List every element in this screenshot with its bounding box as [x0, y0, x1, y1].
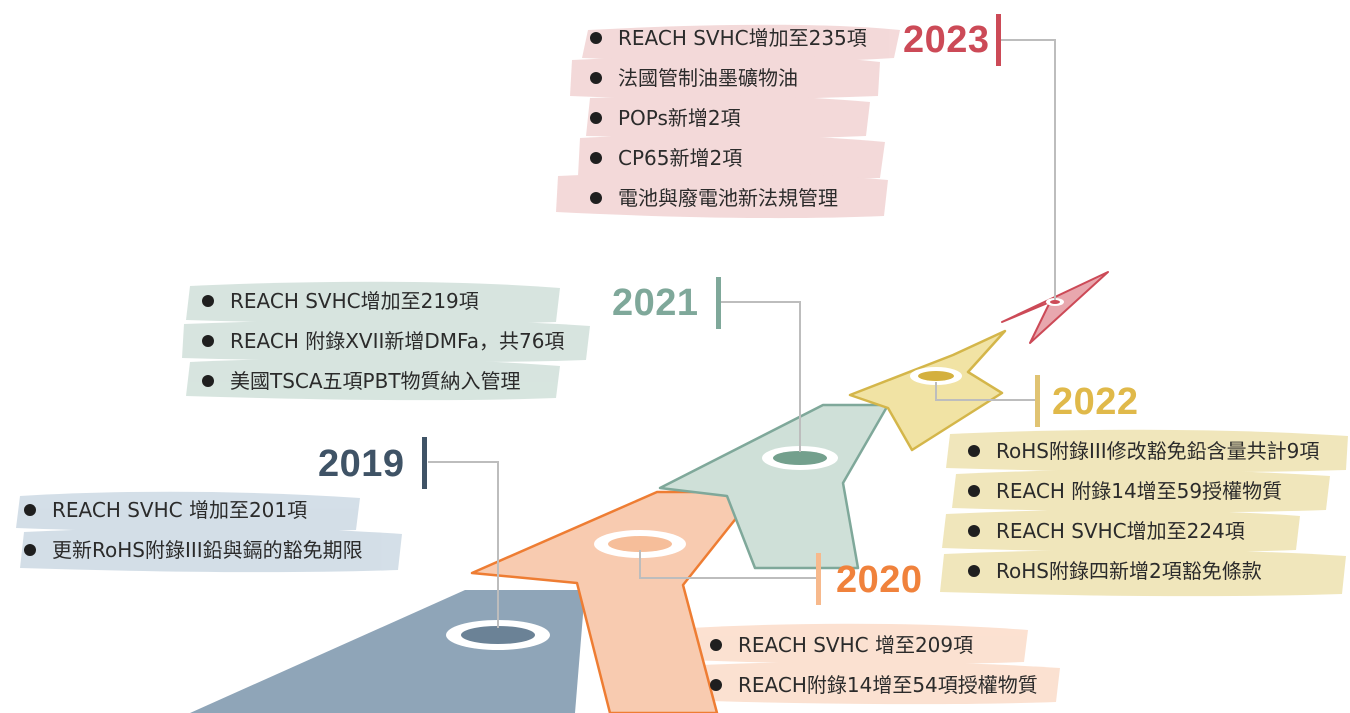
connector-2023	[1000, 39, 1056, 300]
milestone-item-text: REACH SVHC 增加至201項	[52, 498, 308, 522]
brush-2019	[16, 491, 402, 573]
milestone-item: REACH附錄14增至54項授權物質	[708, 665, 1038, 705]
year-label-2023: 2023	[903, 19, 990, 61]
year-bars	[422, 14, 1040, 605]
bullet-icon	[24, 504, 36, 516]
milestone-item-text: POPs新增2項	[618, 106, 741, 130]
milestone-item-text: 電池與廢電池新法規管理	[618, 186, 838, 210]
connector-2022	[935, 382, 1038, 401]
milestone-item-text: 美國TSCA五項PBT物質納入管理	[230, 369, 521, 393]
milestone-item-text: RoHS附錄四新增2項豁免條款	[996, 559, 1262, 583]
milestone-item-text: 更新RoHS附錄III鉛與鎘的豁免期限	[52, 538, 363, 562]
brush-backgrounds	[16, 24, 1348, 705]
year-label-2022: 2022	[1052, 381, 1139, 423]
arrow-segment-2022	[848, 329, 1007, 452]
bullet-icon	[968, 445, 980, 457]
milestone-item-text: REACH SVHC 增至209項	[738, 633, 974, 657]
milestone-item: 法國管制油墨礦物油	[588, 58, 867, 98]
bar-2021	[716, 277, 721, 329]
bullet-icon	[590, 152, 602, 164]
ring-markers	[446, 298, 1064, 650]
milestone-item-text: REACH SVHC增加至219項	[230, 289, 479, 313]
milestone-item-text: REACH附錄14增至54項授權物質	[738, 673, 1038, 697]
bullet-icon	[202, 375, 214, 387]
bar-2020	[816, 553, 821, 605]
milestone-item: 更新RoHS附錄III鉛與鎘的豁免期限	[22, 530, 363, 570]
milestone-item: REACH SVHC 增至209項	[708, 625, 1038, 665]
brush-2023	[556, 24, 900, 219]
arrow-segment-2023	[1001, 271, 1109, 344]
bar-2022	[1035, 375, 1040, 427]
bullet-icon	[968, 565, 980, 577]
milestone-item: REACH SVHC增加至224項	[966, 511, 1319, 551]
connector-2019	[428, 461, 499, 628]
milestone-item-text: RoHS附錄III修改豁免鉛含量共計9項	[996, 439, 1320, 463]
milestone-item: 電池與廢電池新法規管理	[588, 178, 867, 218]
milestone-item-text: REACH SVHC增加至224項	[996, 519, 1245, 543]
milestone-list-2021: REACH SVHC增加至219項 REACH 附錄XVII新增DMFa，共76…	[200, 281, 564, 401]
milestone-item: RoHS附錄III修改豁免鉛含量共計9項	[966, 431, 1319, 471]
arrow-segment-2019	[190, 590, 585, 713]
milestone-list-2020: REACH SVHC 增至209項 REACH附錄14增至54項授權物質	[708, 625, 1038, 705]
milestone-item: RoHS附錄四新增2項豁免條款	[966, 551, 1319, 591]
bullet-icon	[202, 335, 214, 347]
brush-2020	[676, 623, 1060, 705]
milestone-item: POPs新增2項	[588, 98, 867, 138]
bar-2023	[996, 14, 1001, 66]
connector-2021	[718, 301, 801, 452]
milestone-item: REACH SVHC增加至219項	[200, 281, 564, 321]
milestone-item: REACH 附錄14增至59授權物質	[966, 471, 1319, 511]
milestone-item-text: CP65新增2項	[618, 146, 743, 170]
connector-lines	[428, 39, 1056, 628]
bullet-icon	[590, 192, 602, 204]
milestone-item-text: REACH 附錄14增至59授權物質	[996, 479, 1283, 503]
milestone-item: REACH SVHC增加至235項	[588, 18, 867, 58]
bullet-icon	[968, 525, 980, 537]
bar-2019	[422, 437, 427, 489]
milestone-item: CP65新增2項	[588, 138, 867, 178]
bullet-icon	[590, 72, 602, 84]
bullet-icon	[24, 544, 36, 556]
bullet-icon	[968, 485, 980, 497]
arrow-segment-2021	[658, 403, 890, 570]
year-label-2021: 2021	[612, 282, 699, 324]
bullet-icon	[590, 32, 602, 44]
brush-2021	[182, 281, 590, 401]
connector-2020	[639, 550, 818, 579]
bullet-icon	[202, 295, 214, 307]
brush-2022	[940, 429, 1348, 597]
milestone-item: 美國TSCA五項PBT物質納入管理	[200, 361, 564, 401]
milestone-item-text: 法國管制油墨礦物油	[618, 66, 798, 90]
milestone-item: REACH SVHC 增加至201項	[22, 490, 363, 530]
arrow-segment-2020	[470, 490, 759, 713]
milestone-list-2019: REACH SVHC 增加至201項 更新RoHS附錄III鉛與鎘的豁免期限	[22, 490, 363, 570]
bullet-icon	[710, 679, 722, 691]
milestone-list-2023: REACH SVHC增加至235項 法國管制油墨礦物油 POPs新增2項 CP6…	[588, 18, 867, 218]
year-label-2019: 2019	[318, 443, 405, 485]
year-label-2020: 2020	[836, 559, 923, 601]
milestone-item: REACH 附錄XVII新增DMFa，共76項	[200, 321, 564, 361]
milestone-item-text: REACH 附錄XVII新增DMFa，共76項	[230, 329, 565, 353]
bullet-icon	[590, 112, 602, 124]
milestone-item-text: REACH SVHC增加至235項	[618, 26, 867, 50]
bullet-icon	[710, 639, 722, 651]
milestone-list-2022: RoHS附錄III修改豁免鉛含量共計9項 REACH 附錄14增至59授權物質 …	[966, 431, 1319, 591]
